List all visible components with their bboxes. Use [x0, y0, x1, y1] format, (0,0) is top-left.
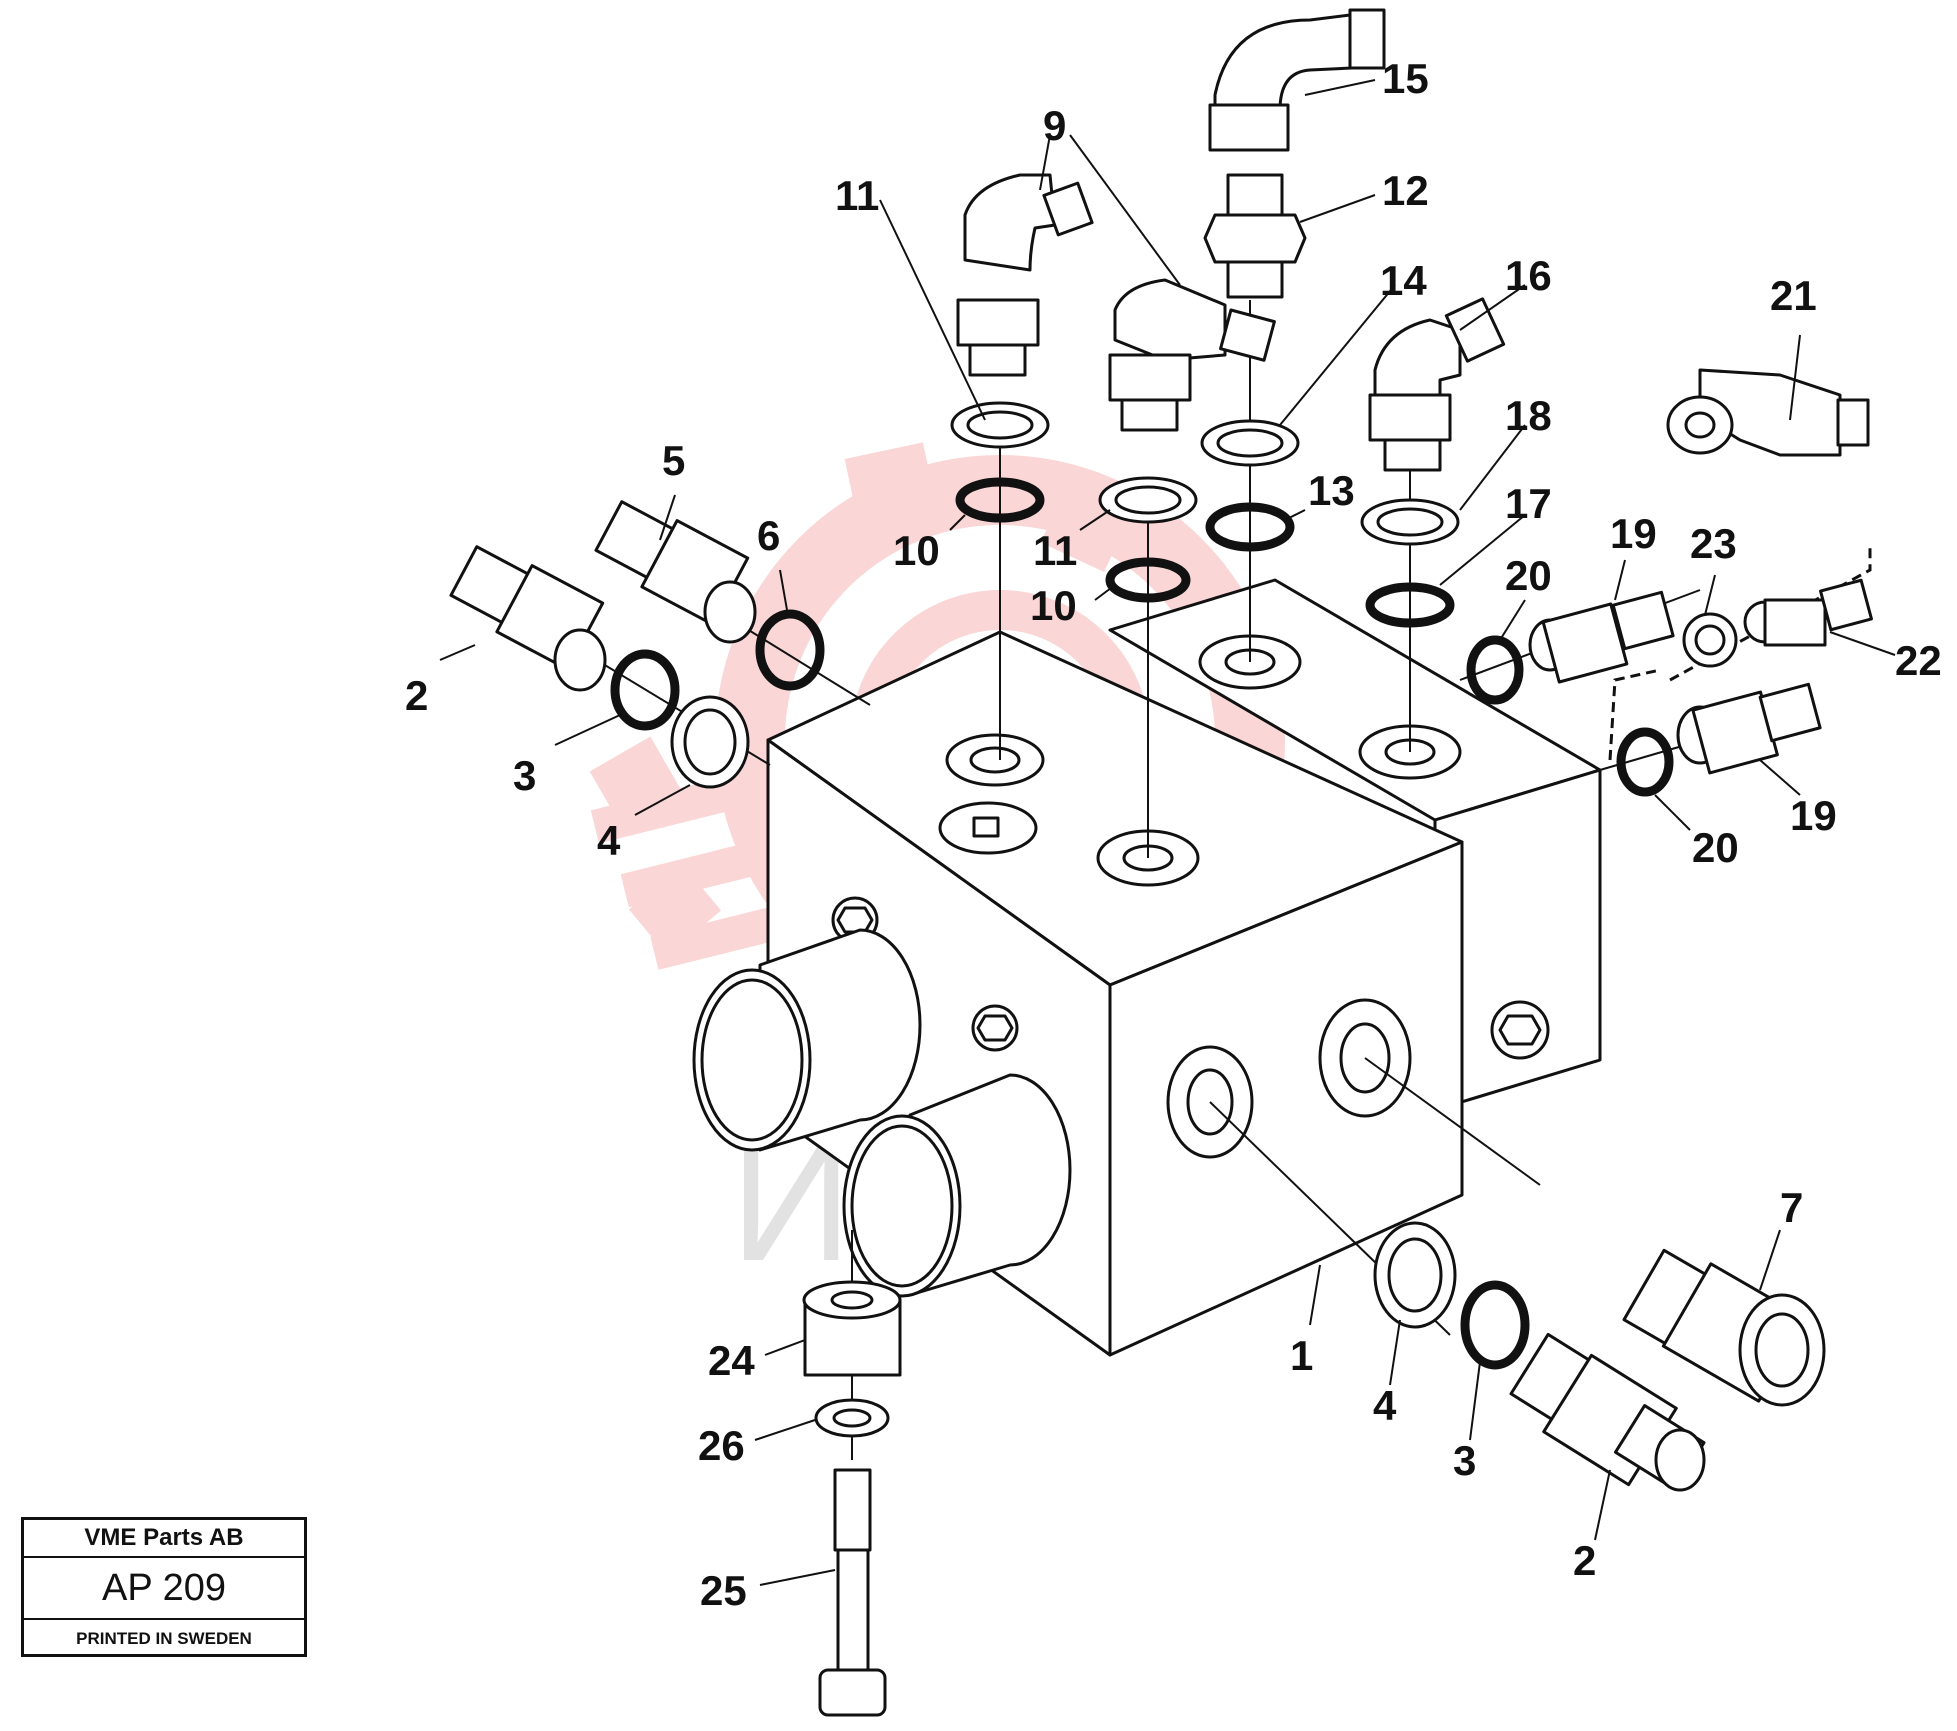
callout-22: 22: [1895, 637, 1942, 684]
fitting-5: [594, 500, 757, 644]
callout-20-lower: 20: [1692, 824, 1739, 871]
callout-3-right: 3: [1453, 1437, 1476, 1484]
fitting-19-upper: [1528, 590, 1675, 684]
fitting-19-lower: [1676, 682, 1822, 775]
callout-19-upper: 19: [1610, 510, 1657, 557]
elbow-fitting-15: [1208, 8, 1386, 152]
callout-12: 12: [1382, 167, 1429, 214]
callout-20-upper: 20: [1505, 552, 1552, 599]
sealing-rings: [610, 401, 1738, 1370]
company-name: VME Parts AB: [24, 1520, 304, 1558]
callout-3-left: 3: [513, 752, 536, 799]
callout-5: 5: [662, 437, 685, 484]
printed-note: PRINTED IN SWEDEN: [76, 1629, 252, 1648]
callout-11-left: 11: [835, 172, 879, 219]
callout-17: 17: [1505, 480, 1552, 527]
tee-fitting-21: [1666, 368, 1870, 457]
callout-4-right: 4: [1373, 1382, 1397, 1429]
callout-11-right: 11: [1033, 527, 1077, 574]
callout-10-right: 10: [1030, 582, 1077, 629]
elbow-fitting-9b: [1108, 278, 1276, 432]
callout-1: 1: [1290, 1332, 1313, 1379]
callout-23: 23: [1690, 520, 1737, 567]
callout-21: 21: [1770, 272, 1817, 319]
callout-9: 9: [1043, 102, 1066, 149]
callout-26: 26: [698, 1422, 745, 1469]
spacer-24: [802, 1280, 902, 1377]
callout-13: 13: [1308, 467, 1355, 514]
straight-adapter-12: [1203, 173, 1307, 299]
callout-10-left: 10: [893, 527, 940, 574]
elbow-fitting-9a: [956, 173, 1094, 377]
fitting-2-left: [449, 545, 607, 692]
title-block: VME Parts AB AP 209 PRINTED IN SWEDEN: [21, 1517, 307, 1657]
fitting-2-right: [1509, 1332, 1706, 1492]
callout-2-right: 2: [1573, 1537, 1596, 1584]
fitting-7: [1622, 1248, 1826, 1407]
elbow-fitting-16: [1368, 297, 1506, 472]
callout-25: 25: [700, 1567, 747, 1614]
callout-6: 6: [757, 512, 780, 559]
callout-4-left: 4: [597, 817, 621, 864]
diagram-code: AP 209: [24, 1558, 304, 1620]
callout-18: 18: [1505, 392, 1552, 439]
bolt-25: [818, 1468, 887, 1717]
fitting-22: [1743, 578, 1873, 647]
callout-15: 15: [1382, 55, 1429, 102]
callout-16: 16: [1505, 252, 1552, 299]
washer-26: [814, 1398, 890, 1438]
callout-labels: 1 2 3 4 5 6 9 11 10 11 10 15 12 14 13 16…: [405, 55, 1942, 1614]
leader-lines: [439, 79, 1896, 1586]
callout-7: 7: [1780, 1184, 1803, 1231]
valve-block: [692, 578, 1602, 1357]
callout-19-lower: 19: [1790, 792, 1837, 839]
callout-2-left: 2: [405, 672, 428, 719]
callout-24: 24: [708, 1337, 755, 1384]
end-caps: [692, 928, 1072, 1298]
callout-14: 14: [1380, 257, 1427, 304]
